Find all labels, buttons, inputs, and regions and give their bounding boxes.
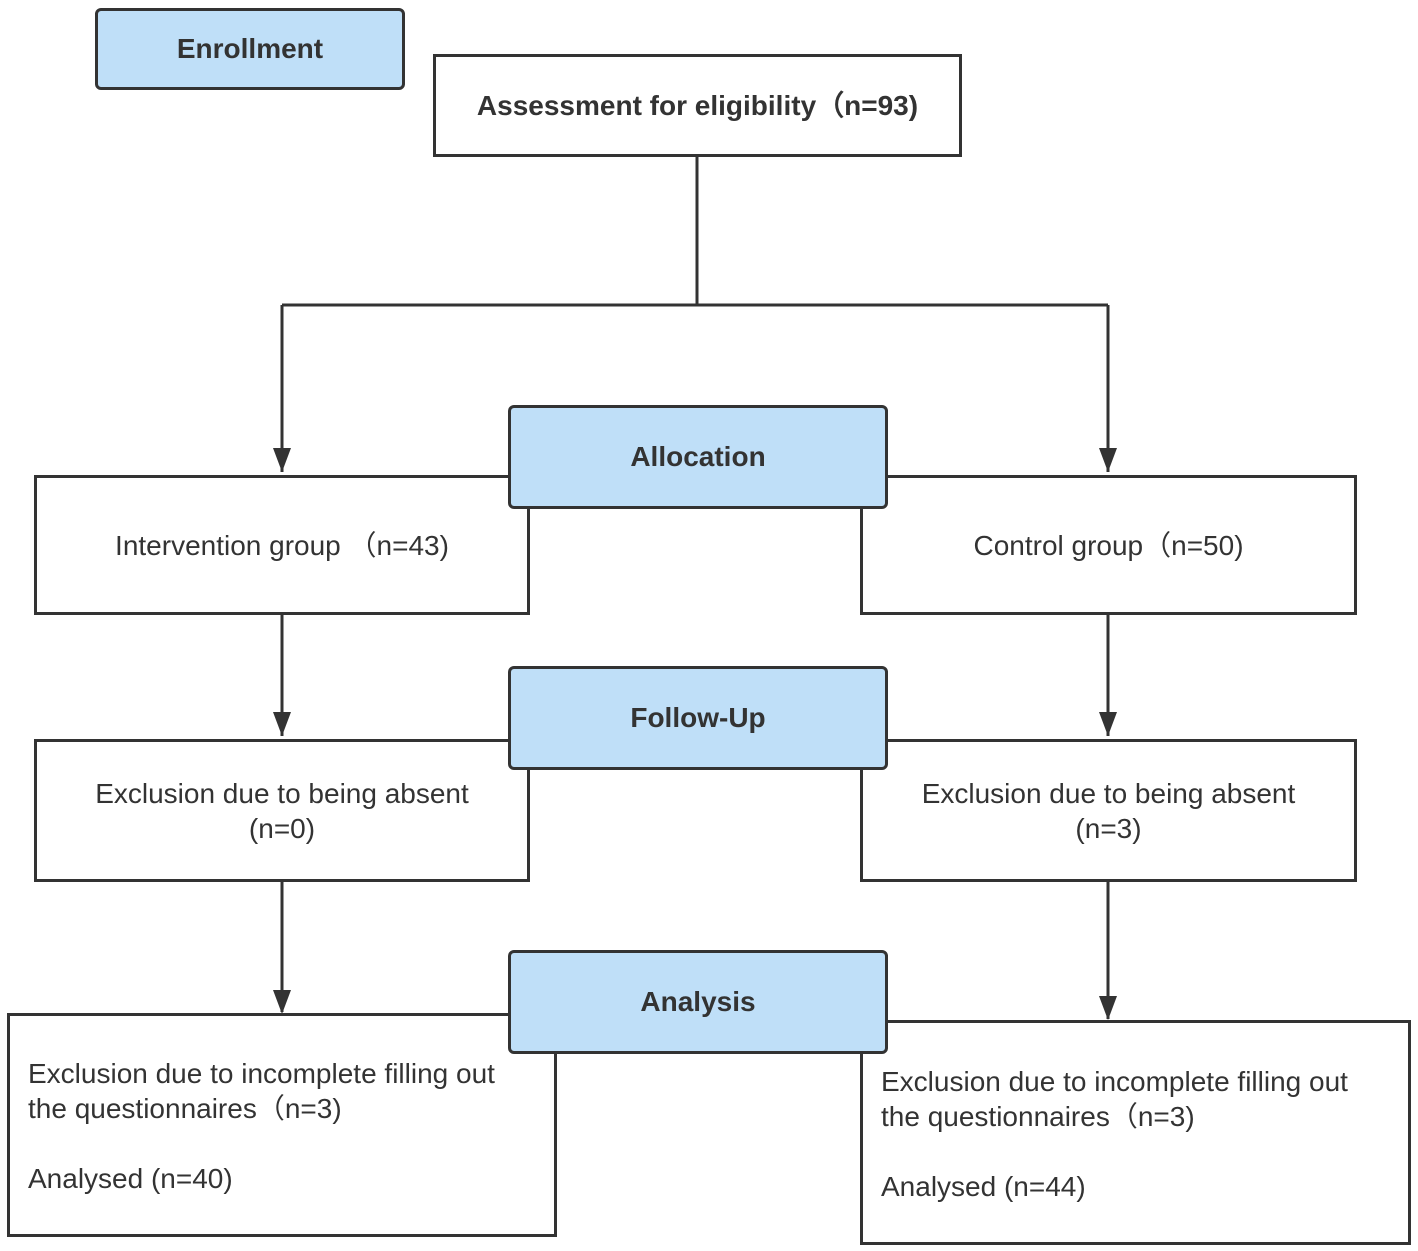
phase-allocation-label: Allocation [630, 441, 766, 472]
phase-enrollment-label: Enrollment [176, 33, 324, 64]
phase-analysis-label: Analysis [640, 986, 756, 1017]
control-analysis-line3: Analysed (n=44) [881, 1171, 1086, 1202]
phase-enrollment: Enrollment [95, 8, 405, 90]
spacer [881, 1134, 1408, 1169]
control-group-box: Control group（n=50) [860, 475, 1357, 615]
phase-allocation: Allocation [508, 405, 888, 509]
phase-follow-up-label: Follow-Up [630, 702, 766, 733]
intervention-analysis-line2: the questionnaires（n=3) [28, 1093, 342, 1124]
control-followup-line2: (n=3) [1075, 812, 1142, 844]
intervention-group-box: Intervention group （n=43) [34, 475, 530, 615]
intervention-group-text: Intervention group （n=43) [115, 529, 449, 561]
arrowhead-control-analysis [1099, 996, 1117, 1020]
arrowhead-control-followup [1099, 712, 1117, 736]
intervention-analysis-line1: Exclusion due to incomplete filling out [28, 1058, 495, 1089]
control-analysis-box: Exclusion due to incomplete filling out … [860, 1020, 1411, 1245]
control-followup-box: Exclusion due to being absent (n=3) [860, 739, 1357, 882]
control-followup-line1: Exclusion due to being absent [921, 777, 1296, 809]
phase-follow-up: Follow-Up [508, 666, 888, 770]
arrowhead-intervention-group [273, 448, 291, 472]
arrowhead-intervention-analysis [273, 990, 291, 1014]
spacer [28, 1126, 554, 1161]
intervention-analysis-line3: Analysed (n=40) [28, 1163, 233, 1194]
arrowhead-control-group [1099, 448, 1117, 472]
control-group-text: Control group（n=50) [973, 529, 1244, 561]
control-analysis-line2: the questionnaires（n=3) [881, 1101, 1195, 1132]
arrowhead-intervention-followup [273, 712, 291, 736]
control-analysis-line1: Exclusion due to incomplete filling out [881, 1066, 1348, 1097]
intervention-analysis-box: Exclusion due to incomplete filling out … [7, 1013, 557, 1237]
intervention-followup-line1: Exclusion due to being absent [95, 777, 469, 809]
intervention-followup-line2: (n=0) [248, 812, 316, 844]
assessment-box: Assessment for eligibility（n=93) [433, 54, 962, 157]
intervention-followup-box: Exclusion due to being absent (n=0) [34, 739, 530, 882]
phase-analysis: Analysis [508, 950, 888, 1054]
assessment-text: Assessment for eligibility（n=93) [476, 90, 919, 121]
